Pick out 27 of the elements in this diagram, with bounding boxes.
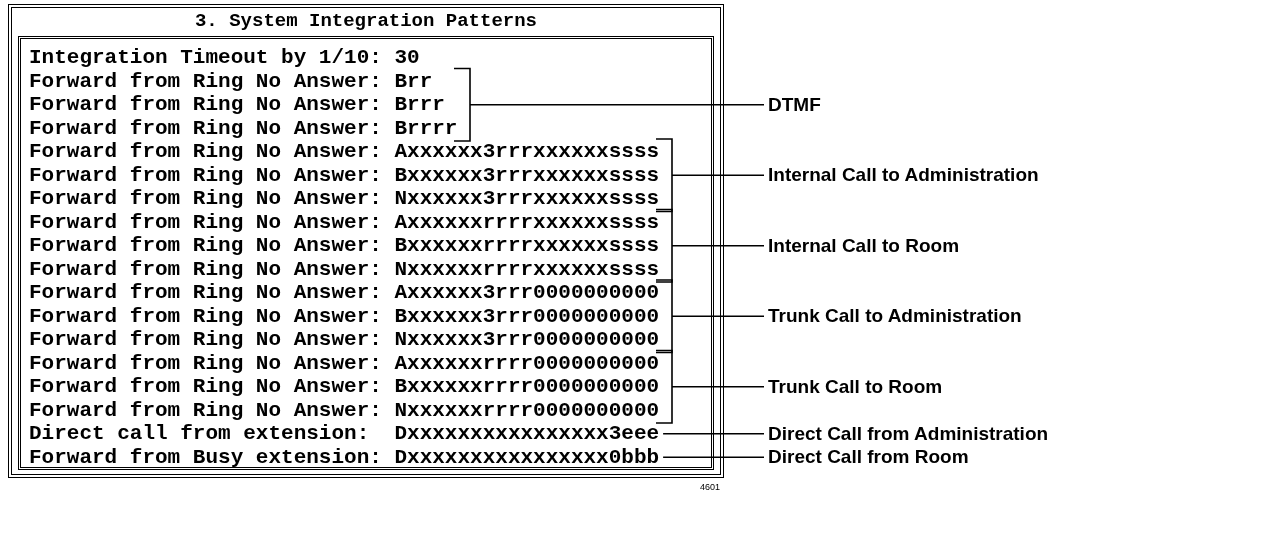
setting-row: Forward from Ring No Answer: Bxxxxxxrrrr0000000000 [29,375,660,399]
leader-line [655,138,765,213]
setting-row: Forward from Ring No Answer: Axxxxxxrrrr0000000000 [29,351,660,375]
setting-row: Forward from Ring No Answer: Nxxxxxxrrrrxxxxxxssss [29,257,660,281]
setting-row: Forward from Ring No Answer: Axxxxxx3rrr0000000000 [29,281,660,305]
setting-row: Forward from Ring No Answer: Axxxxxxrrrrxxxxxxssss [29,210,660,234]
setting-row: Forward from Ring No Answer: Nxxxxxxrrrr0000000000 [29,398,660,422]
leader-line [662,432,765,435]
setting-row: Forward from Ring No Answer: Bxxxxxxrrrrxxxxxxssss [29,234,660,258]
leader-line [662,456,765,459]
setting-row: Forward from Ring No Answer: Brrrr [29,116,458,140]
setting-row: Forward from Ring No Answer: Nxxxxxx3rrrxxxxxxssss [29,187,660,211]
panel-title: 3. System Integration Patterns [193,10,539,32]
leader-line [655,208,765,283]
setting-row: Forward from Busy extension: Dxxxxxxxxxxxxxxxx0bbb [29,445,660,469]
setting-row: Forward from Ring No Answer: Axxxxxx3rrrxxxxxxssss [29,140,660,164]
leader-line [655,279,765,354]
leader-line [453,67,765,142]
setting-row: Forward from Ring No Answer: Bxxxxxx3rrr0000000000 [29,304,660,328]
setting-row: Forward from Ring No Answer: Nxxxxxx3rrr0000000000 [29,328,660,352]
setting-row: Integration Timeout by 1/10: 30 [29,46,420,70]
leader-line [655,349,765,424]
setting-row: Forward from Ring No Answer: Brr [29,69,433,93]
setting-row: Forward from Ring No Answer: Brrr [29,93,445,117]
figure-number: 4601 [700,482,721,492]
setting-row: Direct call from extension: Dxxxxxxxxxxxxxxxx3eee [29,422,660,446]
setting-row: Forward from Ring No Answer: Bxxxxxx3rrrxxxxxxssss [29,163,660,187]
